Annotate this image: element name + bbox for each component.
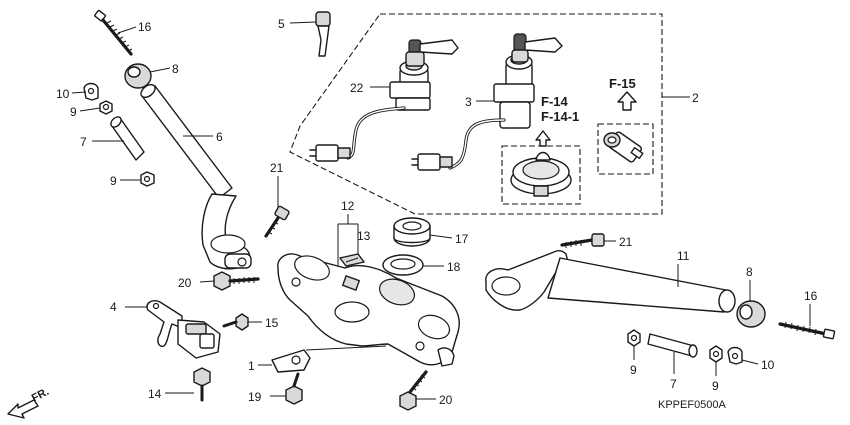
- callout-9-left-lower: 9: [110, 174, 117, 188]
- part-22-ignition-switch-assembly: [309, 39, 459, 162]
- part-7-collar-left: [110, 116, 145, 161]
- front-label: FR.: [30, 386, 51, 405]
- part-9-nut-left-upper: [99, 100, 113, 115]
- ignition-kit-group-box: [289, 13, 663, 215]
- part-16-bolt-left: [94, 9, 133, 56]
- part-5-key: [315, 11, 331, 57]
- callout-10-right: 10: [761, 358, 775, 372]
- callout-16-right: 16: [804, 289, 818, 303]
- reference-labels: F-14 F-14-1 F-15: [541, 76, 636, 124]
- f15-reference-group: [597, 91, 654, 175]
- part-6-handlebar-pipe-left: [140, 83, 252, 270]
- part-21-bolt-left: [264, 205, 290, 238]
- callout-8-left: 8: [172, 62, 179, 76]
- callout-22: 22: [350, 81, 364, 95]
- part-3-ignition-switch: [411, 33, 563, 171]
- part-19-bolt: [285, 372, 303, 405]
- callout-8-right: 8: [746, 265, 753, 279]
- callout-11: 11: [677, 249, 690, 263]
- callout-15: 15: [265, 316, 279, 330]
- part-9-nut-right-left: [627, 329, 641, 347]
- callout-16-left: 16: [138, 20, 152, 34]
- callout-20-left: 20: [178, 276, 192, 290]
- part-16-bolt-right: [778, 321, 836, 340]
- callout-13: 13: [357, 229, 371, 243]
- callout-10-left: 10: [56, 87, 70, 101]
- part-12-top-bridge: [277, 253, 460, 367]
- callout-7-left: 7: [80, 135, 87, 149]
- part-10-clip-left: [83, 82, 99, 101]
- part-4-bracket: [146, 300, 221, 359]
- callout-7-right: 7: [670, 377, 677, 391]
- callout-21-left: 21: [270, 161, 284, 175]
- ref-f14-1: F-14-1: [541, 109, 579, 124]
- callout-2: 2: [692, 91, 699, 105]
- part-20-bolt-lower: [399, 370, 428, 411]
- part-11-handlebar-pipe-right: [485, 249, 736, 313]
- f14-reference-group: [501, 130, 581, 205]
- ref-f14: F-14: [541, 94, 569, 109]
- part-20-bolt-left: [213, 271, 260, 291]
- part-21-bolt-right: [560, 233, 605, 248]
- callout-9-right-right: 9: [712, 379, 719, 393]
- callout-labels: 16 8 10 9 7 9 6 5 22 3 2 21 12 13 17 18 …: [56, 17, 818, 407]
- callout-19: 19: [248, 390, 262, 404]
- callout-12: 12: [341, 199, 355, 213]
- callout-17: 17: [455, 232, 469, 246]
- callout-18: 18: [447, 260, 461, 274]
- part-8-bar-end-weight-left: [124, 63, 152, 89]
- callout-21-right: 21: [619, 235, 633, 249]
- callout-1: 1: [248, 359, 255, 373]
- part-7-collar-right: [647, 333, 698, 358]
- ref-f15: F-15: [609, 76, 636, 91]
- callout-20-lower: 20: [439, 393, 453, 407]
- part-14-bolt: [193, 367, 211, 402]
- callout-9-right-left: 9: [630, 363, 637, 377]
- part-8-bar-end-weight-right: [736, 300, 766, 328]
- part-17-steering-stem-nut: [393, 217, 431, 247]
- part-18-washer: [382, 254, 424, 276]
- callout-5: 5: [278, 17, 285, 31]
- part-10-clip-right: [727, 346, 743, 365]
- front-arrow-icon: [7, 399, 39, 419]
- callout-4: 4: [110, 300, 117, 314]
- leader-lines: [71, 21, 811, 400]
- part-9-nut-right-right: [709, 345, 723, 363]
- part-15-bolt: [222, 313, 249, 331]
- part-1-plate: [271, 349, 311, 373]
- diagram-code: KPPEF0500A: [658, 399, 727, 411]
- part-13-plate: [339, 253, 365, 267]
- part-9-nut-left-lower: [140, 171, 155, 187]
- callout-14: 14: [148, 387, 162, 401]
- callout-6: 6: [216, 130, 223, 144]
- callout-3: 3: [465, 95, 472, 109]
- callout-9-left-upper: 9: [70, 105, 77, 119]
- front-direction-marker: FR.: [7, 386, 51, 419]
